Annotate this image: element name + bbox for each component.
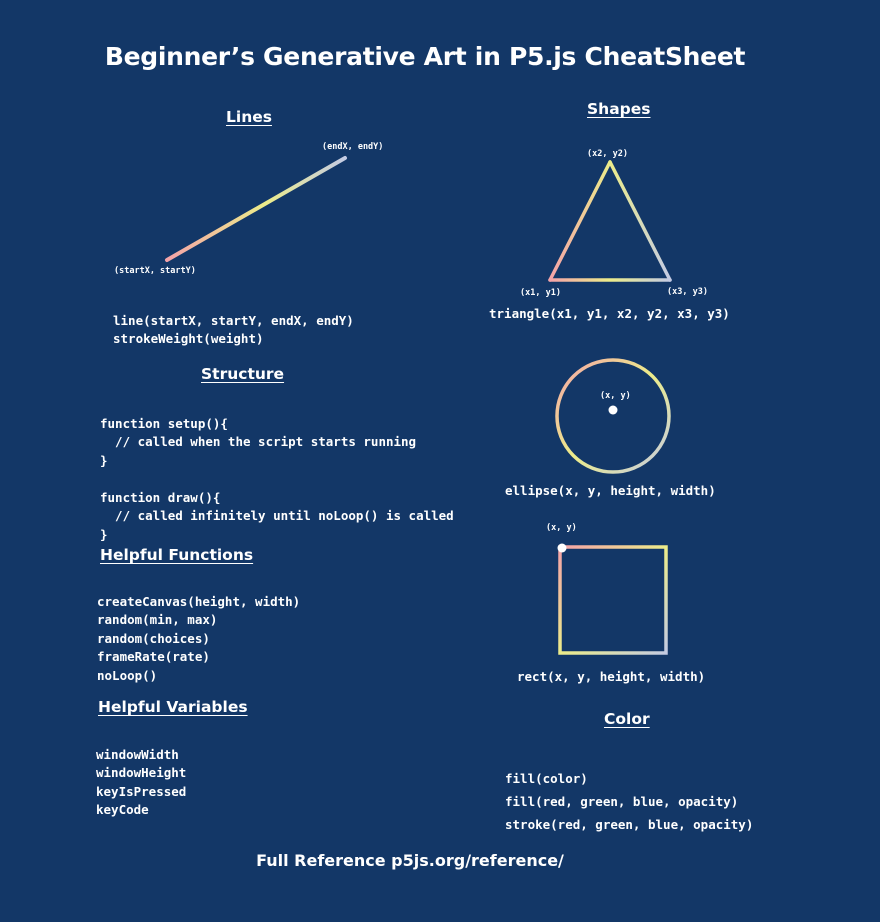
structure-code-line-2: // called when the script starts running bbox=[100, 434, 417, 449]
color-heading: Color bbox=[604, 710, 650, 728]
triangle-right-label: (x3, y3) bbox=[667, 287, 708, 297]
lines-heading: Lines bbox=[226, 108, 272, 126]
structure-code-line-1: function setup(){ bbox=[100, 415, 228, 431]
ellipse-code: ellipse(x, y, height, width) bbox=[505, 483, 716, 498]
helpful-functions-heading: Helpful Functions bbox=[100, 546, 254, 564]
helpful-variables-list: windowWidth windowHeight keyIsPressed keyCo… bbox=[96, 727, 186, 820]
structure-code: function setup(){ // called when the scr… bbox=[100, 396, 454, 544]
page-title: Beginner’s Generative Art in P5.js Cheat… bbox=[104, 42, 746, 71]
triangle-top-label: (x2, y2) bbox=[587, 149, 628, 159]
rect-code: rect(x, y, height, width) bbox=[517, 669, 706, 684]
structure-heading: Structure bbox=[201, 365, 285, 383]
structure-code-line-6: // called infinitely until noLoop() is c… bbox=[100, 508, 454, 523]
helpful-function-item: frameRate(rate) bbox=[97, 649, 210, 664]
helpful-functions-list: createCanvas(height, width) random(min, m… bbox=[97, 574, 300, 685]
structure-code-line-7: } bbox=[100, 526, 108, 542]
rect-corner-label: (x, y) bbox=[546, 523, 577, 533]
structure-code-line-5: function draw(){ bbox=[100, 489, 221, 505]
triangle-right-edge bbox=[608, 160, 672, 282]
shapes-heading: Shapes bbox=[587, 100, 651, 118]
color-item: fill(color) bbox=[505, 771, 588, 786]
line-start-label: (startX, startY) bbox=[114, 266, 196, 276]
helpful-variable-item: windowWidth bbox=[96, 746, 179, 762]
color-item: stroke(red, green, blue, opacity) bbox=[505, 817, 754, 832]
helpful-function-item: noLoop() bbox=[97, 667, 158, 683]
lines-code-line-1: line(startX, startY, endX, endY) bbox=[113, 312, 354, 328]
helpful-variable-item: keyCode bbox=[96, 802, 149, 817]
triangle-illustration bbox=[548, 160, 672, 282]
ellipse-center-dot bbox=[608, 405, 618, 415]
triangle-left-label: (x1, y1) bbox=[520, 288, 561, 298]
line-end-label: (endX, endY) bbox=[322, 142, 384, 152]
helpful-function-item: random(min, max) bbox=[97, 612, 218, 627]
triangle-code: triangle(x1, y1, x2, y2, x3, y3) bbox=[489, 306, 730, 321]
helpful-function-item: random(choices) bbox=[97, 630, 210, 646]
color-item: fill(red, green, blue, opacity) bbox=[505, 794, 739, 809]
rect-illustration bbox=[558, 545, 668, 655]
ellipse-illustration bbox=[555, 358, 671, 474]
lines-code: line(startX, startY, endX, endY) strokeWe… bbox=[113, 293, 354, 349]
helpful-variable-item: windowHeight bbox=[96, 765, 187, 780]
rect-corner-dot bbox=[557, 543, 567, 553]
helpful-variables-heading: Helpful Variables bbox=[98, 698, 248, 716]
line-illustration bbox=[165, 156, 347, 262]
helpful-function-item: createCanvas(height, width) bbox=[97, 593, 301, 609]
triangle-left-edge bbox=[548, 160, 612, 282]
footer-reference: Full Reference p5js.org/reference/ bbox=[256, 851, 564, 870]
helpful-variable-item: keyIsPressed bbox=[96, 783, 187, 799]
ellipse-center-label: (x, y) bbox=[600, 391, 631, 401]
lines-code-line-2: strokeWeight(weight) bbox=[113, 331, 264, 346]
structure-code-line-3: } bbox=[100, 452, 108, 468]
color-list: fill(color) fill(red, green, blue, opacit… bbox=[505, 744, 753, 836]
